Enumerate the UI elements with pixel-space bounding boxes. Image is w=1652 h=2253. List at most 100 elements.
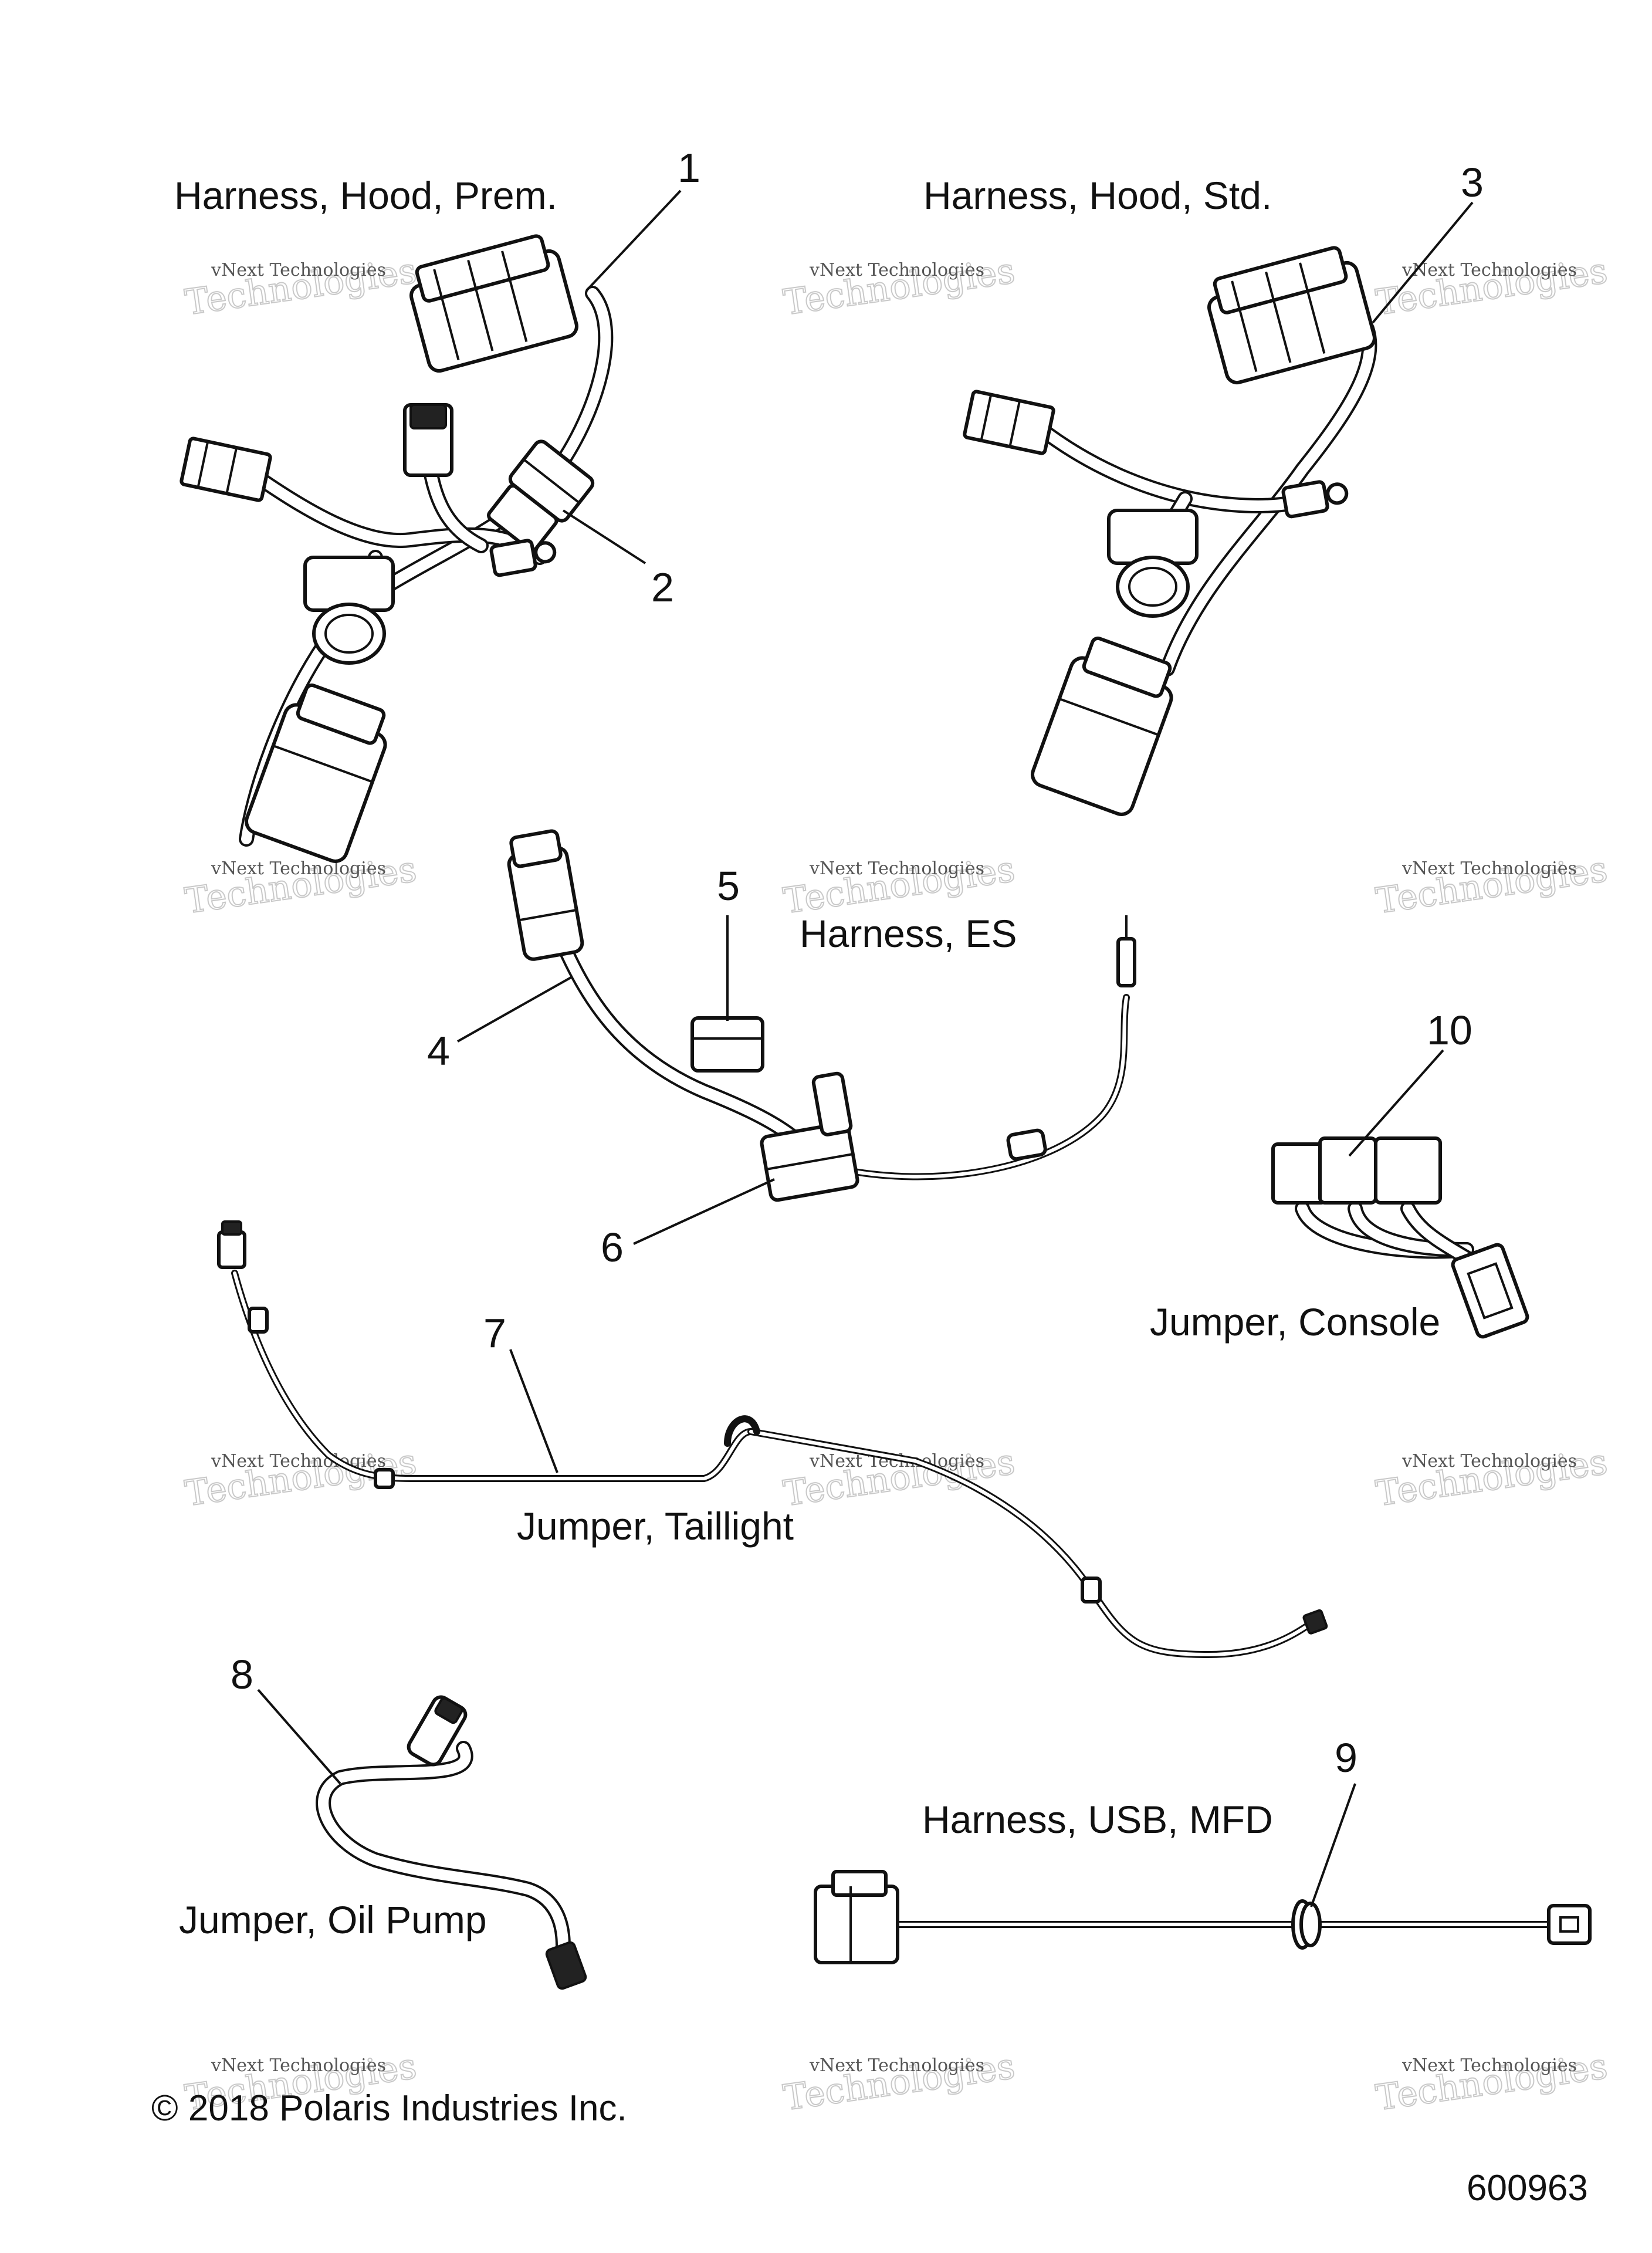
connector-latch	[509, 829, 563, 868]
connector-taillight-end	[1302, 1609, 1328, 1635]
connector-body	[489, 539, 537, 577]
connector-ridge	[523, 458, 580, 504]
connector-ridge	[518, 909, 577, 922]
leader-1	[585, 190, 682, 292]
connector-ridge	[1299, 262, 1326, 354]
watermark-label: vNext Technologies	[211, 260, 386, 280]
connector-plug	[811, 1071, 853, 1136]
connector-body	[217, 1230, 246, 1269]
harness-hood-std	[963, 246, 1377, 816]
leader-10	[1348, 1049, 1444, 1157]
leader-9	[1310, 1783, 1356, 1907]
watermark-11: Technologies vNext Technologies	[780, 2045, 1018, 2120]
jack-body	[1116, 937, 1136, 987]
connector-console-end	[1451, 1243, 1529, 1339]
label-jumper-taillight: Jumper, Taillight	[517, 1504, 794, 1548]
wire-es-lead	[830, 994, 1130, 1180]
watermark-4: Technologies vNext Technologies	[182, 848, 419, 923]
callout-8: 8	[231, 1652, 253, 1697]
connector-ridge	[225, 447, 238, 494]
watermark-label: vNext Technologies	[809, 858, 984, 879]
connector-ridge	[766, 1153, 854, 1171]
label-harness-es: Harness, ES	[800, 912, 1017, 955]
console-socket-1	[1271, 1142, 1328, 1205]
watermark-label: vNext Technologies	[211, 858, 386, 879]
connector-latch	[831, 1870, 888, 1897]
leader-6	[633, 1178, 775, 1245]
watermark-6: Technologies vNext Technologies	[1373, 848, 1610, 923]
cable-std-main-inner	[1162, 323, 1375, 674]
connector-body	[545, 1941, 587, 1990]
jumper-oil-pump	[316, 1695, 587, 1990]
connector-prem-side	[489, 539, 557, 577]
connector-ridge	[980, 394, 993, 441]
relay-body	[690, 1016, 764, 1073]
watermark-3: Technologies vNext Technologies	[1373, 250, 1610, 324]
connector-ring-inner	[324, 614, 374, 654]
connector-latch	[415, 234, 550, 303]
connector-prem-left	[180, 437, 272, 502]
console-socket-2	[1318, 1136, 1377, 1205]
wire-es-lead-inner	[831, 996, 1128, 1179]
watermark-label: vNext Technologies	[211, 2055, 386, 2076]
connector-prem-inline	[487, 439, 595, 553]
copyright-text: © 2018 Polaris Industries Inc.	[151, 2088, 627, 2129]
watermark-label: vNext Technologies	[1402, 2055, 1577, 2076]
connector-body	[1302, 1609, 1328, 1635]
wire-taillight-main	[231, 1270, 754, 1482]
watermark-1: Technologies vNext Technologies	[182, 250, 419, 324]
connector-ridge	[433, 269, 460, 361]
relay-es-item5	[690, 1016, 764, 1073]
harness-usb-mfd	[814, 1870, 1592, 1964]
watermark-label: vNext Technologies	[809, 260, 984, 280]
grommet-ring	[1299, 1902, 1322, 1947]
console-socket-3	[1374, 1136, 1442, 1205]
connector-ridge	[1059, 698, 1159, 736]
connector-ridge	[501, 251, 528, 342]
connector-prem-top	[409, 234, 578, 373]
grommet-usb	[1291, 1899, 1322, 1950]
connector-body	[1107, 509, 1199, 565]
leader-2	[562, 509, 646, 564]
connector-std-left	[963, 390, 1055, 455]
connector-ridge	[467, 259, 494, 351]
label-jumper-oil-pump: Jumper, Oil Pump	[179, 1898, 487, 1941]
cable-std-branch-left-inner	[1027, 417, 1319, 511]
jumper-console	[1271, 1136, 1529, 1339]
connector-ridge	[197, 441, 209, 488]
connector-std-bottom	[1031, 636, 1173, 816]
connector-tip	[1326, 482, 1349, 505]
connector-body	[303, 556, 395, 612]
label-harness-hood-prem: Harness, Hood, Prem.	[174, 174, 557, 217]
watermark-label: vNext Technologies	[809, 2055, 984, 2076]
label-jumper-console: Jumper, Console	[1150, 1300, 1440, 1344]
connector-oil-pump-top	[407, 1695, 468, 1767]
connector-std-top	[1207, 246, 1376, 385]
cable-oil-pump-inner	[318, 1743, 568, 1953]
connector-body	[1547, 1904, 1592, 1945]
leader-4	[457, 976, 573, 1043]
connector-cap	[221, 1220, 242, 1236]
connector-usb-left	[814, 1870, 899, 1964]
wire-taillight-tail-inner	[749, 1430, 1310, 1656]
connector-es-top	[507, 829, 584, 961]
watermark-9: Technologies vNext Technologies	[1373, 1441, 1610, 1515]
connector-latch	[296, 683, 386, 745]
taillight-sleeve-1	[248, 1307, 269, 1334]
connector-std-side	[1281, 480, 1349, 519]
part-id: 600963	[1467, 2168, 1588, 2208]
connector-es-item6	[760, 1071, 859, 1202]
callout-5: 5	[717, 863, 740, 909]
callout-numbers: 1 2 3 4 5 6 7 8 9 10	[231, 145, 1484, 1781]
watermark-8: Technologies vNext Technologies	[780, 1441, 1018, 1515]
connector-usb-right	[1547, 1904, 1592, 1945]
watermark-label: vNext Technologies	[1402, 858, 1577, 879]
cable-prem-branch-left-inner	[241, 464, 545, 563]
callout-7: 7	[483, 1310, 506, 1356]
connector-latch	[1082, 636, 1172, 698]
connector-tip	[534, 541, 557, 564]
connector-latch	[1213, 246, 1348, 314]
connector-ridge	[1008, 400, 1021, 447]
callout-10: 10	[1427, 1007, 1472, 1053]
connector-cap	[409, 404, 447, 429]
